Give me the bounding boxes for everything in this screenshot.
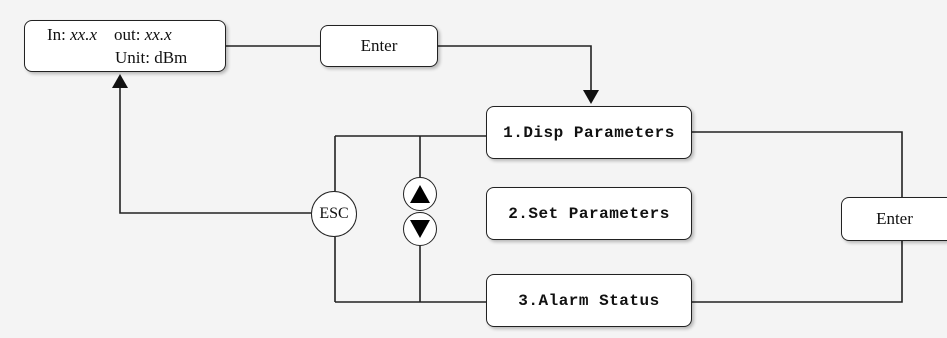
arrow-up-icon: [410, 185, 430, 203]
in-label: In:: [47, 25, 66, 44]
in-value: xx.x: [70, 25, 98, 44]
menu-item-label: 2.Set Parameters: [508, 204, 670, 223]
out-label: out:: [114, 25, 141, 44]
down-arrow-button[interactable]: [403, 212, 437, 246]
menu-item-label: 1.Disp Parameters: [503, 123, 675, 142]
out-value: xx.x: [144, 25, 172, 44]
enter-button-right[interactable]: Enter: [841, 197, 947, 241]
menu-item-disp-parameters[interactable]: 1.Disp Parameters: [486, 106, 692, 159]
esc-label: ESC: [319, 205, 349, 222]
menu-item-set-parameters[interactable]: 2.Set Parameters: [486, 187, 692, 240]
display-line-1: In: xx.x out: xx.x: [47, 25, 172, 45]
menu-item-alarm-status[interactable]: 3.Alarm Status: [486, 274, 692, 327]
enter-button-top[interactable]: Enter: [320, 25, 438, 67]
lcd-display: In: xx.x out: xx.x Unit: dBm: [24, 20, 226, 72]
arrow-down-icon: [410, 220, 430, 238]
enter-top-label: Enter: [360, 36, 398, 55]
esc-button[interactable]: ESC: [311, 191, 357, 237]
menu-item-label: 3.Alarm Status: [518, 291, 660, 310]
unit-text: Unit: dBm: [115, 48, 188, 67]
up-arrow-button[interactable]: [403, 177, 437, 211]
enter-right-label: Enter: [876, 209, 913, 228]
